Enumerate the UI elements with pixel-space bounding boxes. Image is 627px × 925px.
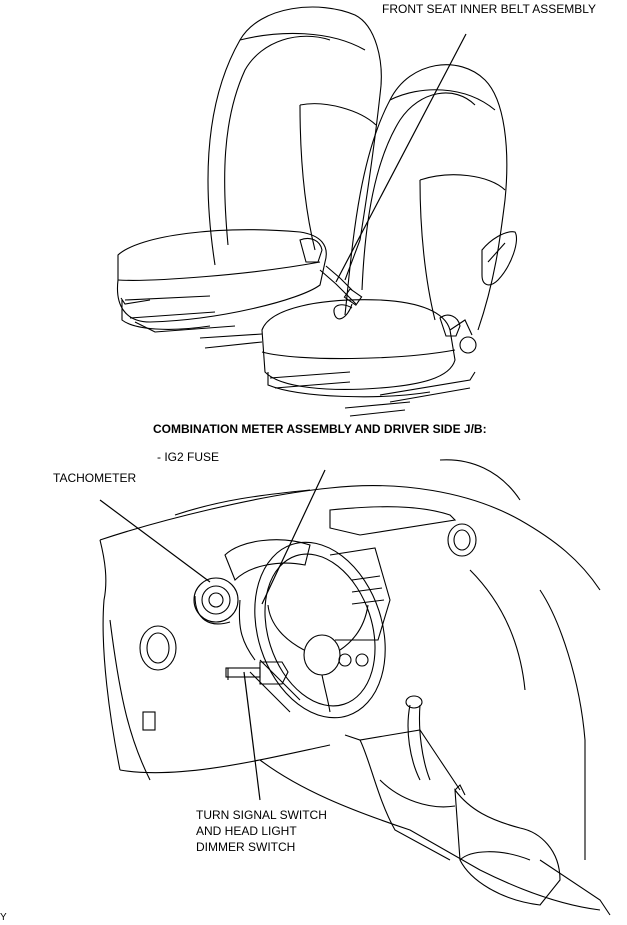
tachometer-drawing <box>193 577 239 625</box>
corner-mark: Y <box>0 912 7 923</box>
turn-signal-label-line1: TURN SIGNAL SWITCH <box>196 808 327 822</box>
section-heading: COMBINATION METER ASSEMBLY AND DRIVER SI… <box>153 422 487 436</box>
steering-wheel-drawing <box>224 539 386 719</box>
turn-signal-label-line3: DIMMER SWITCH <box>196 840 296 854</box>
turn-signal-leader-line <box>243 671 261 801</box>
fuse-leader-line <box>261 469 326 605</box>
tachometer-leader-line <box>99 499 211 583</box>
fuse-label: - IG2 FUSE <box>157 450 220 464</box>
turn-signal-label-line2: AND HEAD LIGHT <box>196 824 297 838</box>
dashboard-drawing <box>99 459 611 916</box>
right-seat-drawing <box>261 64 517 417</box>
seatbelt-buckle-drawing <box>319 265 363 320</box>
left-seat-drawing <box>116 6 382 349</box>
combination-switch-drawing <box>225 661 289 685</box>
seatbelt-leader-line <box>335 33 467 283</box>
tachometer-label: TACHOMETER <box>53 471 137 485</box>
seatbelt-label: FRONT SEAT INNER BELT ASSEMBLY <box>382 2 597 16</box>
